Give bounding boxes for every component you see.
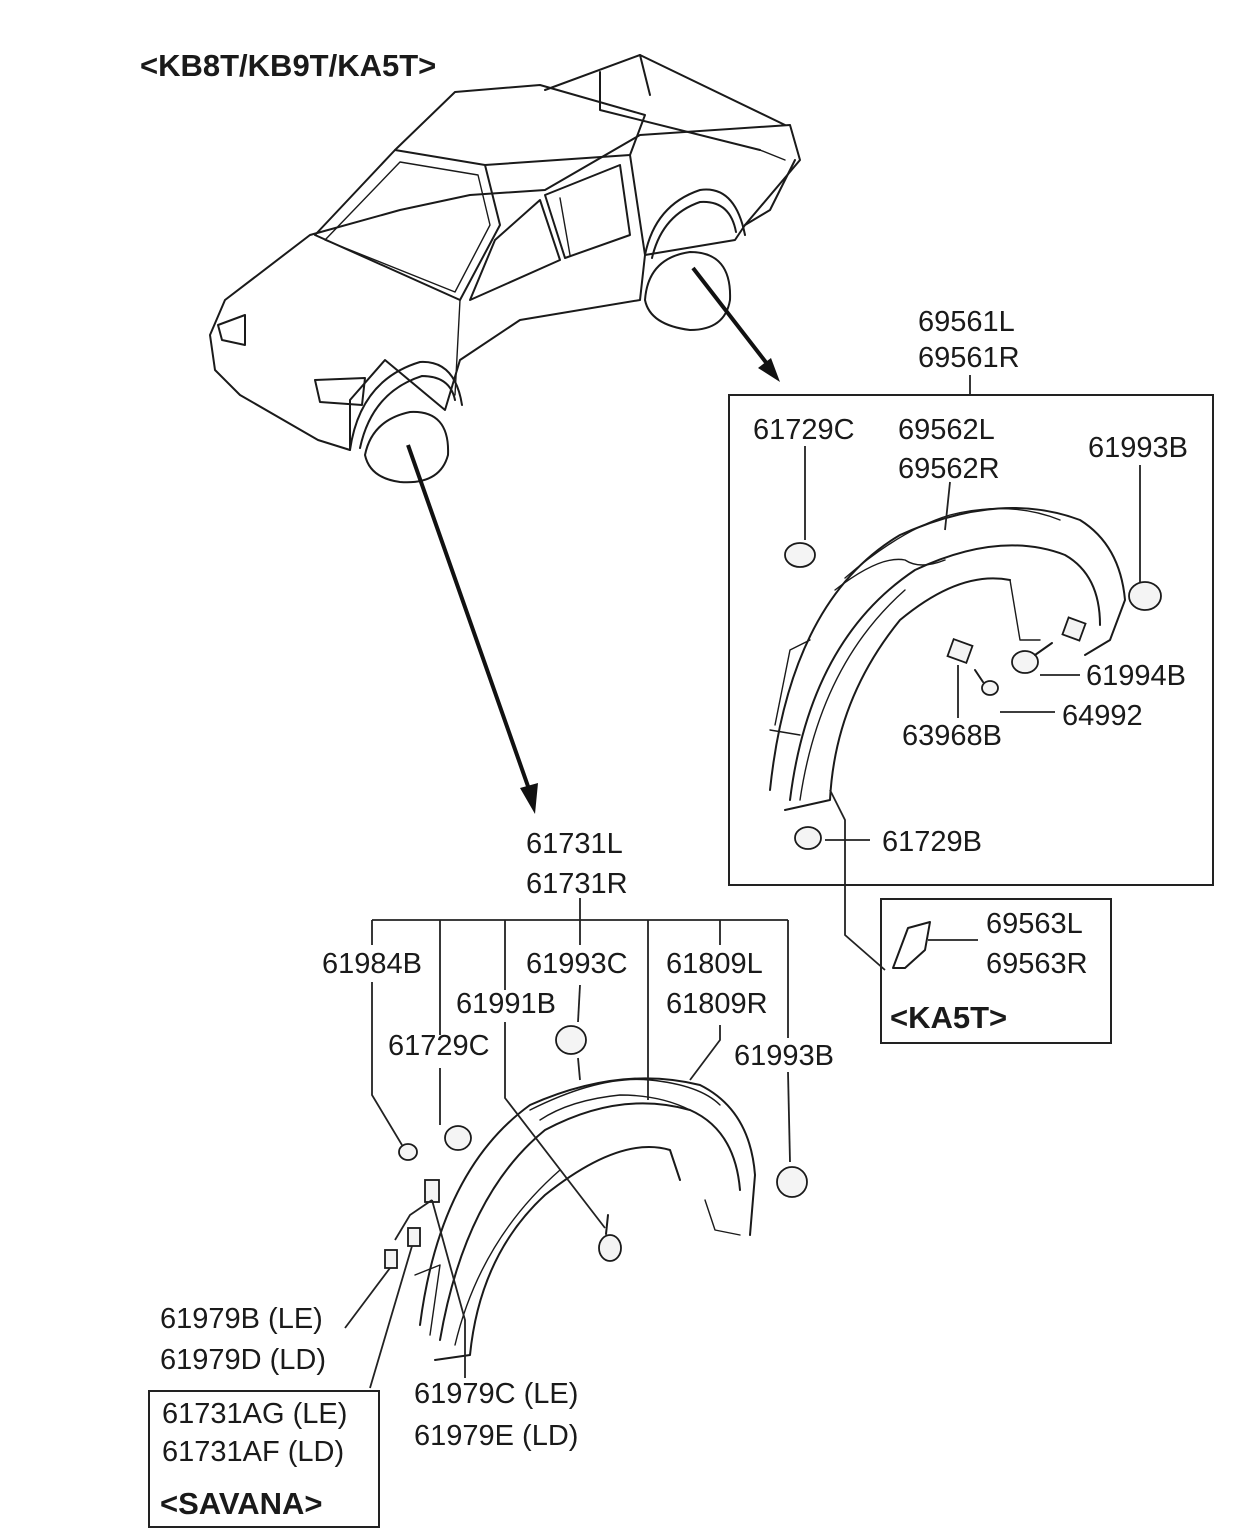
rear-fender-flare	[769, 507, 1162, 850]
rear-group-box	[728, 394, 1214, 886]
label-61993b-rear: 61993B	[1088, 432, 1188, 464]
label-61731r: 61731R	[526, 868, 628, 900]
label-61729c-rear: 61729C	[753, 414, 855, 446]
truck-illustration	[209, 54, 801, 484]
label-69562l: 69562L	[898, 414, 995, 446]
label-69563r: 69563R	[986, 948, 1088, 980]
label-61994b: 61994B	[1086, 660, 1186, 692]
label-61979b: 61979B (LE)	[160, 1303, 323, 1335]
label-61979d: 61979D (LD)	[160, 1344, 327, 1376]
savana-box	[148, 1390, 380, 1528]
savana-note: <SAVANA>	[160, 1486, 323, 1521]
label-63968b: 63968B	[902, 720, 1002, 752]
label-69561l: 69561L	[918, 306, 1015, 338]
label-69561r: 69561R	[918, 342, 1020, 374]
rear-leader-lines	[804, 375, 1141, 971]
label-69562r: 69562R	[898, 453, 1000, 485]
page-title: <KB8T/KB9T/KA5T>	[140, 48, 437, 83]
label-61979e: 61979E (LD)	[414, 1420, 579, 1452]
label-61731af: 61731AF (LD)	[162, 1436, 345, 1468]
ka5t-note: <KA5T>	[890, 1000, 1008, 1035]
label-61993c: 61993C	[526, 948, 628, 980]
label-61729b: 61729B	[882, 826, 982, 858]
label-61731ag: 61731AG (LE)	[162, 1398, 348, 1430]
label-61731l: 61731L	[526, 828, 623, 860]
label-69563l: 69563L	[986, 908, 1083, 940]
ka5t-box	[880, 898, 1112, 1044]
locator-arrows	[406, 266, 780, 814]
label-64992: 64992	[1062, 700, 1143, 732]
label-61993b-front: 61993B	[734, 1040, 834, 1072]
front-leader-lines	[344, 898, 791, 1389]
ka5t-part-sketch	[892, 921, 978, 969]
label-61809l: 61809L	[666, 948, 763, 980]
label-61979c: 61979C (LE)	[414, 1378, 579, 1410]
label-61809r: 61809R	[666, 988, 768, 1020]
label-61729c-front: 61729C	[388, 1030, 490, 1062]
label-61984b: 61984B	[322, 948, 422, 980]
label-61991b: 61991B	[456, 988, 556, 1020]
front-fender-flare	[384, 1025, 808, 1361]
